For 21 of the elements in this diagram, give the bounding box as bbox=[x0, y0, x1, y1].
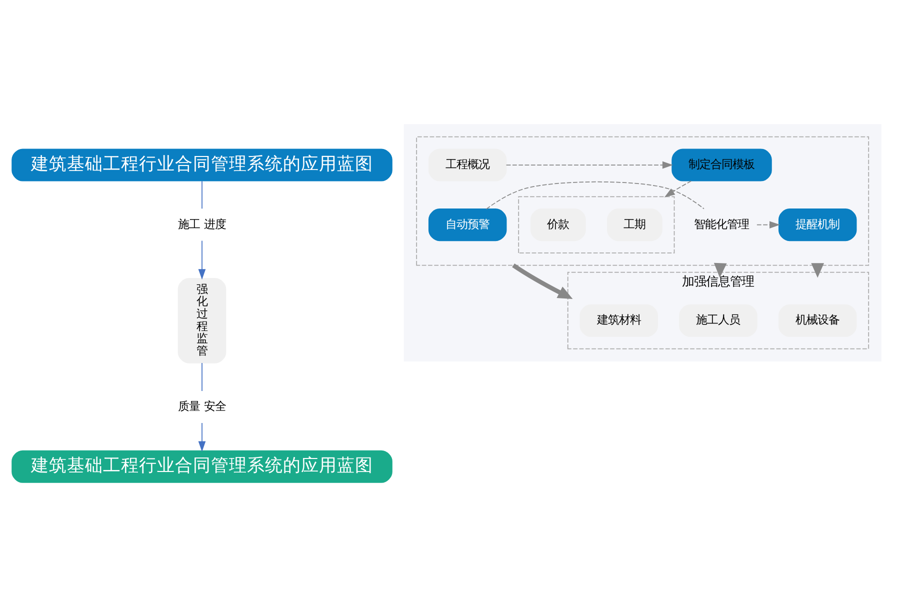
arrow bbox=[512, 263, 573, 299]
cluster bbox=[416, 136, 870, 266]
node-text: 施工 进度 bbox=[178, 216, 226, 231]
node-box: 强化过程监管 bbox=[178, 278, 226, 364]
arrow bbox=[714, 262, 727, 278]
arrow bbox=[506, 161, 673, 169]
node-box: 建筑基础工程行业合同管理系统的应用蓝图 bbox=[12, 148, 392, 182]
arrow bbox=[198, 240, 206, 280]
cluster bbox=[404, 124, 882, 362]
connector bbox=[486, 181, 704, 210]
arrow bbox=[198, 422, 206, 452]
node-text: 质量 安全 bbox=[178, 398, 226, 413]
arrow bbox=[756, 221, 780, 228]
node-box: 工程概况 bbox=[428, 148, 507, 182]
node-box: 建筑基础工程行业合同管理系统的应用蓝图 bbox=[12, 450, 392, 483]
node-box: 提醒机制 bbox=[778, 208, 857, 242]
cluster bbox=[518, 196, 675, 254]
node-text: 智能化管理 bbox=[694, 216, 750, 231]
node-box: 制定合同模板 bbox=[672, 148, 772, 182]
node-box: 自动预警 bbox=[428, 208, 507, 242]
arrow bbox=[664, 180, 692, 198]
